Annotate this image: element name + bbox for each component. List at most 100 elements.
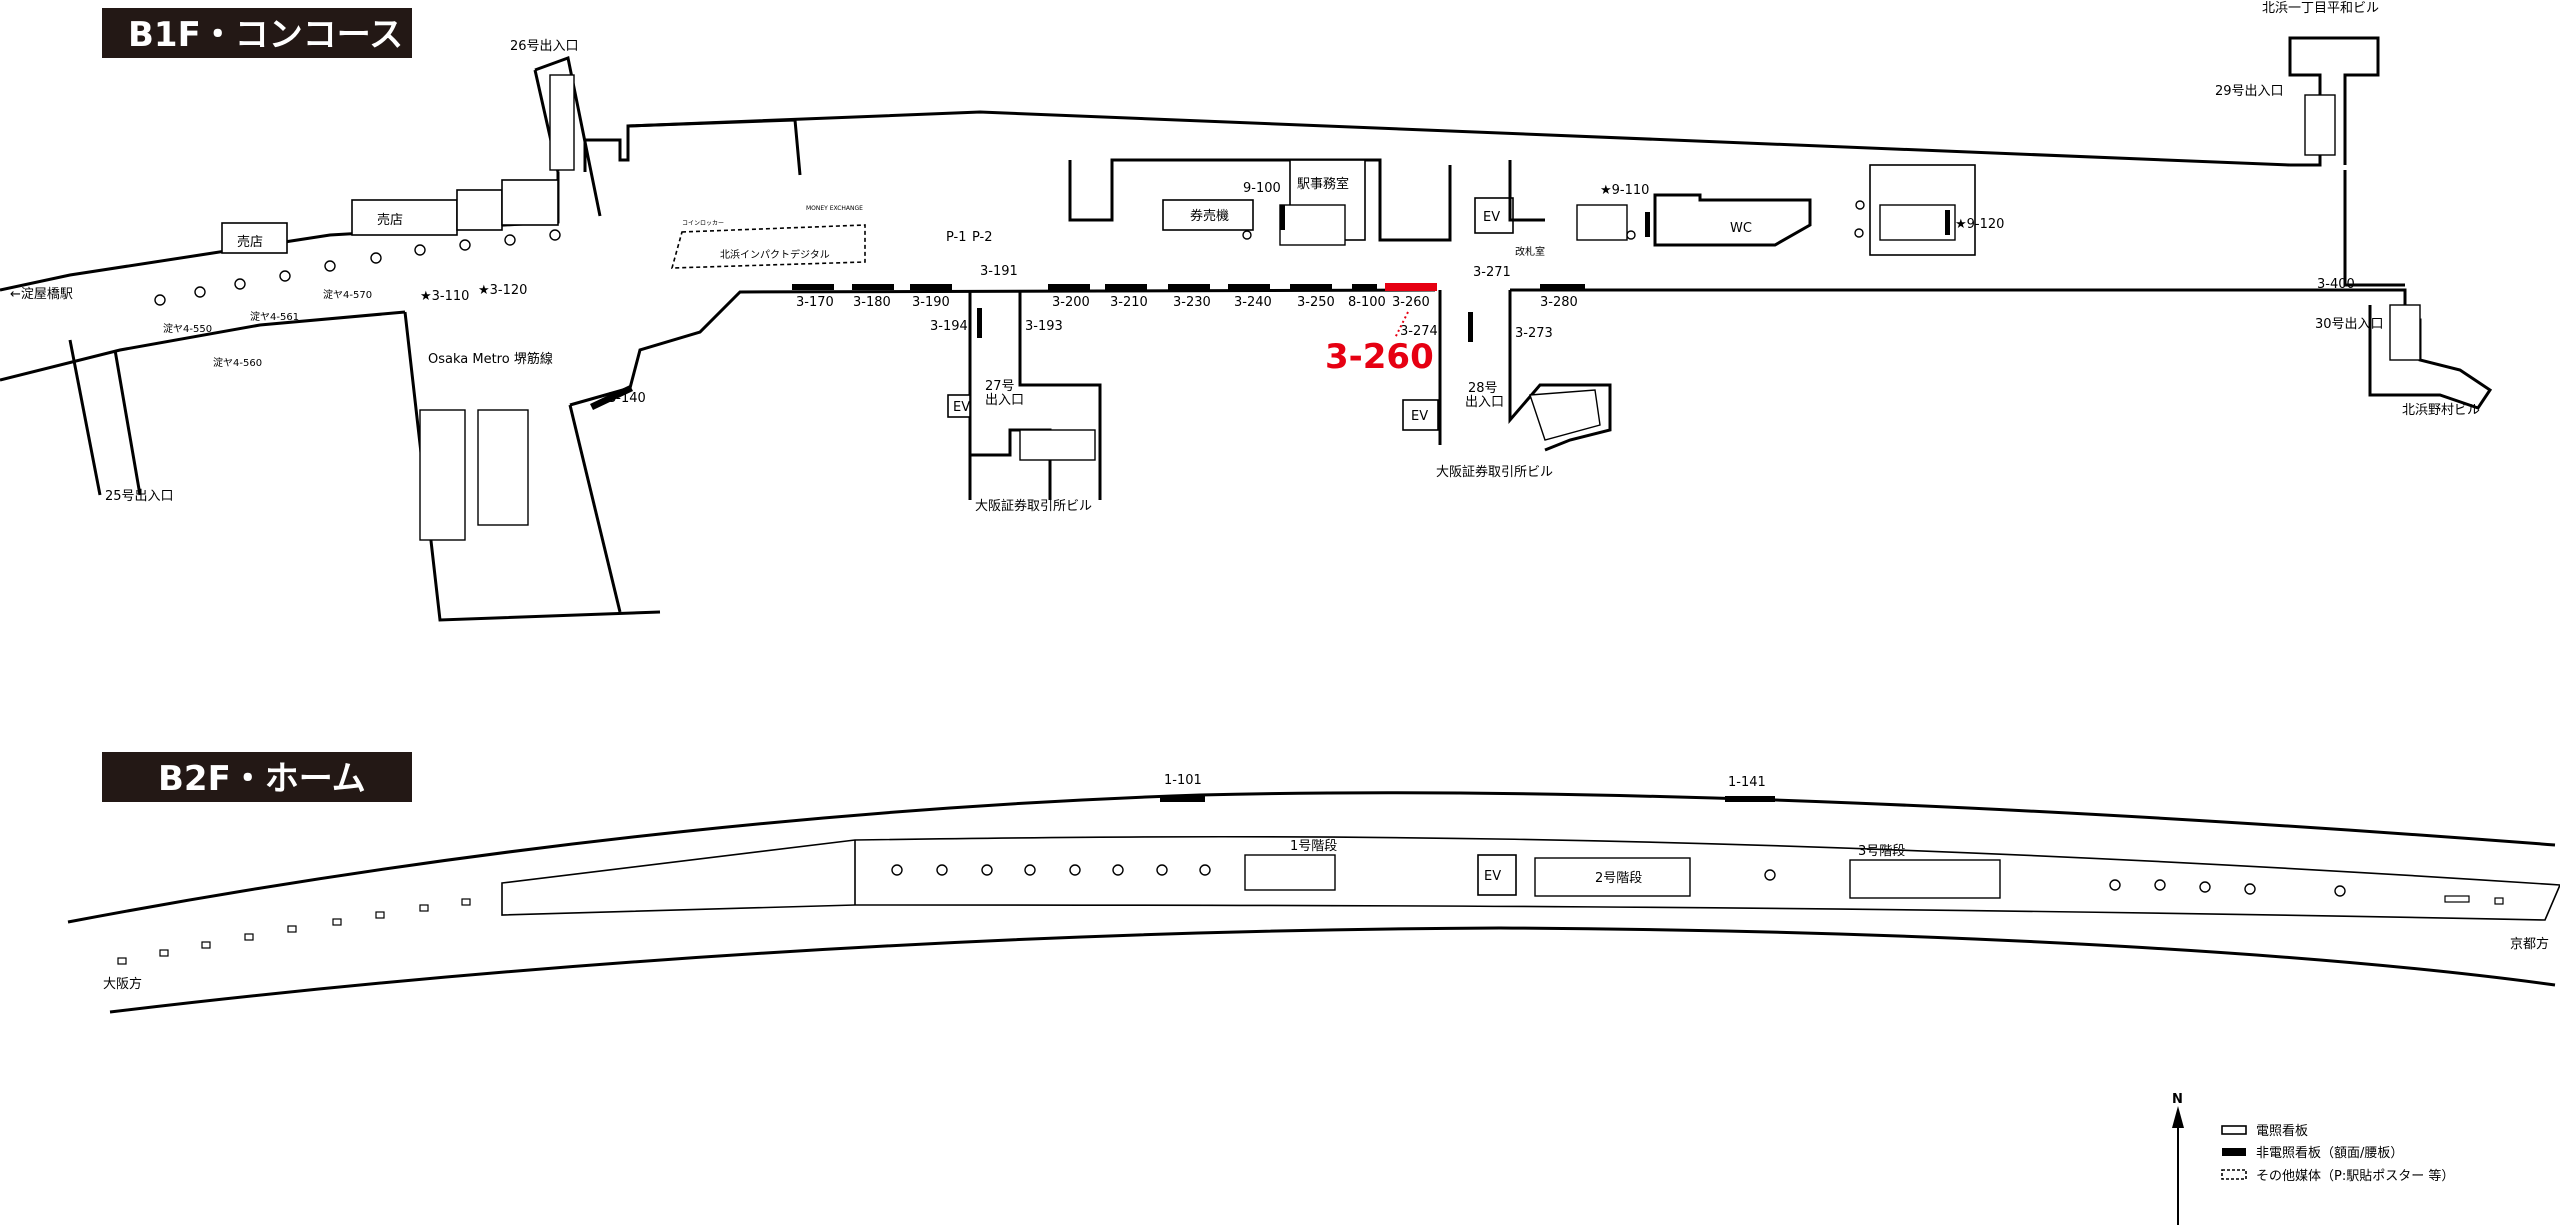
shop1-label: 売店 (237, 234, 263, 250)
stairs-9-120 (1879, 204, 1956, 241)
kitahama-digital-label: 北浜インパクトデジタル (720, 248, 830, 261)
stair1-label: 1号階段 (1290, 839, 1337, 854)
ad-code-3-120: ★3-120 (478, 283, 527, 298)
exit28-stairs (1529, 389, 1601, 441)
shop2-label: 売店 (377, 212, 403, 228)
legend-lit-sign: 電照看板 (2256, 1123, 2308, 1139)
kitahama-heiwa-label: 北浜一丁目平和ビル (2262, 1, 2379, 16)
shop-1 (221, 222, 288, 254)
b1f-ad-panels (590, 205, 1950, 410)
north-arrow-icon (2172, 1106, 2184, 1128)
ev-b2f (1477, 854, 1517, 896)
ev2-label: EV (1411, 409, 1428, 424)
exit30-label: 30号出入口 (2315, 317, 2384, 332)
stair1 (1244, 854, 1336, 891)
ad-code-8-100: 8-100 (1348, 295, 1386, 310)
b2f-title: B2F・ホーム (158, 759, 366, 799)
ev-28 (1402, 399, 1439, 431)
ad-code-y4-570: 淀ヤ4-570 (323, 288, 372, 301)
ad-code-3-110: ★3-110 (420, 289, 469, 304)
kitahama-nomura-label: 北浜野村ビル (2402, 403, 2480, 418)
b2f-labels: 1-101 1-141 1号階段 2号階段 3号階段 EV 大阪方 京都方 (103, 773, 2549, 992)
ose-bldg-28-label: 大阪証券取引所ビル (1436, 464, 1553, 480)
exit30-stairs (2389, 304, 2421, 361)
ad-code-3-250: 3-250 (1297, 295, 1335, 310)
ad-code-9-100: 9-100 (1243, 181, 1281, 196)
ad-code-3-170: 3-170 (796, 295, 834, 310)
north-label: N (2172, 1092, 2183, 1107)
ad-code-3-210: 3-210 (1110, 295, 1148, 310)
coin-locker-label: コインロッカー (682, 220, 724, 227)
ad-code-3-191: 3-191 (980, 264, 1018, 279)
ticket-machine-box (1162, 199, 1254, 231)
exit25-label: 25号出入口 (105, 489, 174, 504)
ad-code-3-180: 3-180 (853, 295, 891, 310)
exit29-stairs (2304, 94, 2336, 156)
ev-b2f-label: EV (1484, 869, 1501, 884)
ev-27 (947, 394, 971, 418)
kyoto-dir-label: 京都方 (2510, 936, 2549, 952)
ad-code-3-240: 3-240 (1234, 295, 1272, 310)
stairs-9-110 (1576, 204, 1628, 241)
yodoyabashi-label: ←淀屋橋駅 (10, 287, 73, 302)
legend: N 電照看板 非電照看板（額面/腰板） その他媒体（P:駅貼ポスター 等） (2172, 1092, 2454, 1225)
ad-code-3-274: 3-274 (1400, 324, 1438, 339)
b1f-concourse (0, 36, 2493, 622)
ad-code-y4-560: 淀ヤ4-560 (213, 356, 262, 369)
ad-code-3-190: 3-190 (912, 295, 950, 310)
ad-code-3-280: 3-280 (1540, 295, 1578, 310)
osaka-dir-label: 大阪方 (103, 976, 142, 992)
stair2-label: 2号階段 (1595, 871, 1642, 886)
ad-code-y4-561: 淀ヤ4-561 (250, 310, 299, 323)
ad-code-3-200: 3-200 (1052, 295, 1090, 310)
b2f-banner: B2F・ホーム (102, 752, 412, 802)
legend-unlit-sign: 非電照看板（額面/腰板） (2256, 1145, 2403, 1161)
ad-code-9-120: ★9-120 (1955, 217, 2004, 232)
exit26-label: 26号出入口 (510, 39, 579, 54)
ev-center (1474, 197, 1514, 234)
metro-stairs-b (477, 409, 529, 526)
osaka-metro-label: Osaka Metro 堺筋線 (428, 351, 553, 367)
ad-code-3-400: 3-400 (2317, 277, 2355, 292)
shop-2 (351, 199, 458, 236)
money-exchange-label: MONEY EXCHANGE (806, 205, 863, 212)
exit27-label-2: 出入口 (985, 393, 1024, 408)
wc-label: WC (1730, 221, 1752, 236)
ad-code-3-260: 3-260 (1392, 295, 1430, 310)
ad-code-3-230: 3-230 (1173, 295, 1211, 310)
ad-code-3-193: 3-193 (1025, 319, 1063, 334)
ad-code-3-271: 3-271 (1473, 265, 1511, 280)
exit27-label-1: 27号 (985, 379, 1015, 394)
ad-code-y4-550: 淀ヤ4-550 (163, 322, 212, 335)
p1-label: P-1 (946, 230, 967, 245)
b2f-platform (67, 791, 2560, 1014)
b1f-ad-codes: 3-170 3-180 3-190 3-191 3-194 3-193 3-20… (163, 181, 2355, 406)
highlight-callout: 3-260 (1325, 311, 1434, 377)
exit27-stairs (1019, 429, 1096, 461)
exit28-label-1: 28号 (1468, 381, 1498, 396)
legend-other-media: その他媒体（P:駅貼ポスター 等） (2256, 1168, 2454, 1184)
exit26-stairs (549, 74, 575, 171)
ev3-label: EV (1483, 210, 1500, 225)
unlit-sign-icon (2222, 1148, 2246, 1156)
ad-code-3-273: 3-273 (1515, 326, 1553, 341)
exit29-label: 29号出入口 (2215, 84, 2284, 99)
stair3 (1849, 859, 2001, 899)
exit28-label-2: 出入口 (1465, 395, 1504, 410)
b1f-banner: B1F・コンコース (102, 8, 412, 58)
ev1-label: EV (953, 400, 970, 415)
p2-label: P-2 (972, 230, 993, 245)
lit-sign-icon (2221, 1125, 2247, 1135)
stair2 (1534, 857, 1691, 897)
ad-code-1-141: 1-141 (1728, 775, 1766, 790)
ad-code-3-194: 3-194 (930, 319, 968, 334)
ad-code-3-140: 3-140 (608, 391, 646, 406)
ad-code-9-110: ★9-110 (1600, 183, 1649, 198)
other-media-icon (2221, 1169, 2247, 1180)
b1f-labels: 26号出入口 25号出入口 27号 出入口 28号 出入口 29号出入口 30号… (10, 1, 2480, 514)
ticket-gate-label: 改札室 (1515, 245, 1545, 258)
stair3-label: 3号階段 (1858, 844, 1905, 859)
b1f-title: B1F・コンコース (128, 15, 403, 55)
station-office-label: 駅事務室 (1297, 176, 1349, 192)
